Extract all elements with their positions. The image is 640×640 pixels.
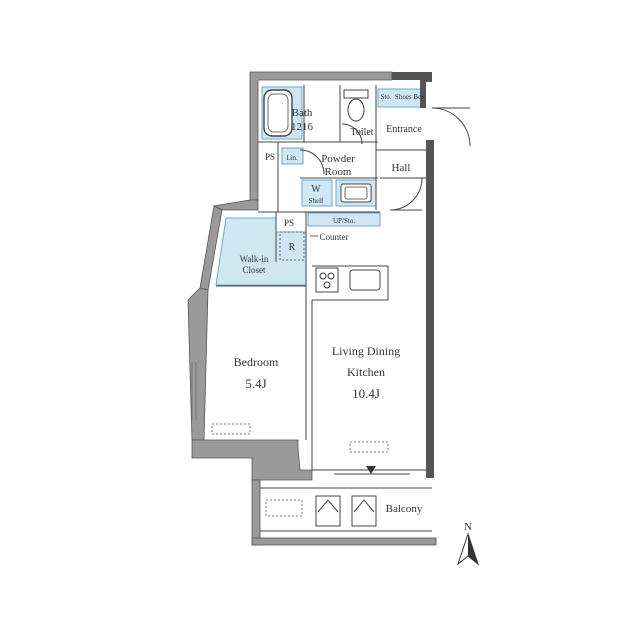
bathtub-inner — [267, 93, 289, 133]
entrance-label: Entrance — [386, 124, 422, 135]
balcony-hatch-icon — [315, 495, 377, 527]
walk-in-closet-label-1: Walk-in — [240, 254, 269, 264]
shoes-box-label: Shoes Box — [395, 93, 426, 101]
compass-icon: N — [456, 521, 480, 566]
toilet-label: Toilet — [350, 127, 373, 138]
compass-label: N — [464, 521, 472, 533]
balcony-door-arrow-icon — [366, 466, 376, 474]
ps-lower-label: PS — [284, 218, 294, 228]
fixtures — [191, 89, 389, 527]
entrance-door-icon — [431, 107, 471, 147]
refrigerator-label: R — [289, 242, 296, 253]
ldk-size-label: 10.4J — [352, 386, 380, 401]
wall-entrance-right — [392, 72, 432, 108]
ldk-label-1: Living Dining — [332, 344, 400, 358]
ldk-label-2: Kitchen — [347, 365, 385, 379]
bedroom-size-label: 5.4J — [245, 376, 266, 391]
interior-partitions — [216, 85, 432, 532]
doors — [244, 107, 471, 475]
ps-upper-label: PS — [265, 152, 275, 162]
lin-area — [281, 147, 304, 165]
bedroom-label: Bedroom — [234, 355, 279, 369]
stove-icon — [315, 267, 339, 293]
up-sto-label: UP/Sto. — [333, 217, 355, 225]
toilet-icon — [343, 89, 369, 122]
sto-label: Sto. — [380, 93, 391, 101]
wall-right — [426, 140, 434, 478]
lin-label: Lin. — [286, 154, 298, 162]
wall-bedroom-left — [187, 287, 209, 441]
bathtub-icon — [263, 89, 293, 137]
ldk-ac-icon — [349, 441, 389, 453]
sink-icon — [340, 183, 372, 203]
wall-balcony-bottom — [251, 537, 437, 546]
bath-label: Bath — [292, 107, 313, 119]
wall-balcony-left — [251, 479, 261, 546]
powder-door-icon — [299, 149, 325, 175]
hall-door-icon — [389, 177, 423, 211]
balcony-label: Balcony — [386, 503, 423, 515]
kitchen-sink-icon — [349, 269, 381, 291]
bedroom-window-icon — [191, 362, 197, 420]
hall-label: Hall — [392, 162, 411, 174]
wall-left-upper — [212, 199, 259, 211]
washer-letter: W — [311, 184, 321, 195]
outer-walls — [187, 71, 437, 546]
powder-room-label-2: Room — [325, 166, 352, 178]
refrigerator-icon — [279, 231, 305, 261]
toilet-door-icon — [341, 123, 363, 145]
outdoor-unit-icon — [265, 499, 303, 517]
bedroom-ac-icon — [211, 423, 251, 435]
walk-in-closet-label-2: Closet — [242, 265, 266, 275]
powder-room-label-1: Powder — [321, 153, 355, 165]
washer-area — [301, 179, 333, 207]
counter-label: Counter — [320, 232, 349, 242]
washer-shelf-label: Shelf — [309, 197, 324, 205]
up-sto-area — [307, 212, 381, 227]
wall-bedroom-bottom — [191, 439, 313, 481]
bath-size-label: 1216 — [291, 121, 314, 133]
labels: Bath 1216 Toilet Entrance Shoes Box Sto.… — [234, 93, 426, 515]
